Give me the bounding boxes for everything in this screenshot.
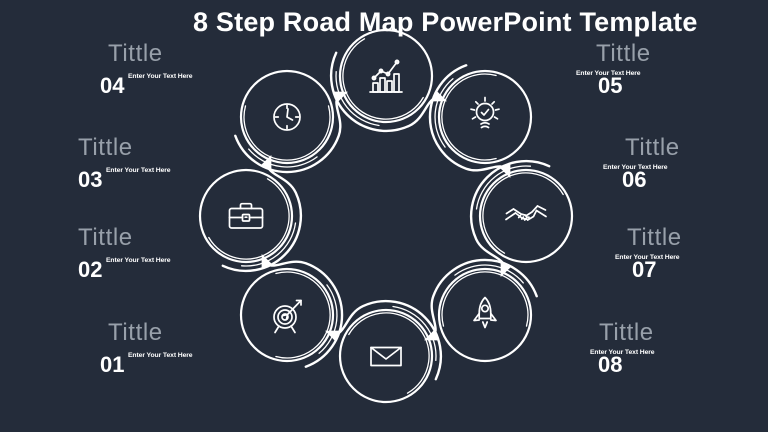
flow-arrow-sketch xyxy=(318,284,338,354)
flow-arrow-sketch xyxy=(248,148,318,168)
step-title: Tittle xyxy=(599,319,654,346)
step-placeholder[interactable]: Enter Your Text Here xyxy=(603,164,668,171)
step-placeholder[interactable]: Enter Your Text Here xyxy=(615,254,680,261)
flow-arrow-curve xyxy=(329,51,443,133)
step-circle-sketch xyxy=(348,312,430,394)
step-circle-sketch xyxy=(441,73,497,161)
flow-arrow-curve xyxy=(469,159,551,273)
slide-title[interactable]: 8 Step Road Map PowerPoint Template xyxy=(193,7,698,37)
bar-chart-icon xyxy=(369,59,403,93)
step-placeholder[interactable]: Enter Your Text Here xyxy=(128,73,193,80)
step-title: Tittle xyxy=(625,134,680,161)
step-number: 02 xyxy=(78,257,103,282)
step-circle xyxy=(437,69,533,165)
step-circle xyxy=(338,308,434,404)
step-circle-sketch xyxy=(275,271,331,359)
flow-arrow-sketch xyxy=(454,264,524,284)
diagram-layer xyxy=(198,28,574,404)
lightbulb-icon xyxy=(470,96,500,129)
clock-icon xyxy=(273,103,301,131)
flow-arrow-sketch xyxy=(475,165,532,210)
step-circle xyxy=(338,28,434,124)
handshake-icon xyxy=(505,205,547,221)
briefcase-icon xyxy=(228,202,264,229)
step-circle xyxy=(239,267,335,363)
step-block-03[interactable]: Tittle 03 Enter Your Text Here xyxy=(78,134,171,192)
flow-arrow-sketch xyxy=(434,78,454,148)
step-circle xyxy=(478,168,574,264)
step-node-handshake-icon xyxy=(469,159,574,277)
step-number: 01 xyxy=(100,352,125,377)
step-title: Tittle xyxy=(78,134,133,161)
step-title: Tittle xyxy=(596,40,651,67)
flow-arrow-curve xyxy=(262,258,344,368)
flow-arrow-sketch xyxy=(335,70,380,127)
step-block-07[interactable]: Tittle 07 Enter Your Text Here xyxy=(615,226,682,282)
step-number: 05 xyxy=(598,73,623,98)
flow-arrow-curve xyxy=(428,64,510,174)
step-block-01[interactable]: Tittle 01 Enter Your Text Here xyxy=(100,319,193,377)
step-placeholder[interactable]: Enter Your Text Here xyxy=(106,167,171,174)
envelope-icon xyxy=(370,346,402,367)
step-number: 03 xyxy=(78,167,103,192)
flow-arrow-curve xyxy=(221,159,303,273)
step-number: 04 xyxy=(100,73,125,98)
flow-arrow-curve xyxy=(428,258,538,340)
rocket-icon xyxy=(473,296,497,329)
flow-arrowhead-icon xyxy=(325,330,340,341)
target-icon xyxy=(273,299,302,334)
step-placeholder[interactable]: Enter Your Text Here xyxy=(128,352,193,359)
step-title: Tittle xyxy=(108,40,163,67)
flow-arrow-sketch xyxy=(392,305,437,362)
step-block-05[interactable]: Tittle 05 Enter Your Text Here xyxy=(576,42,651,98)
step-circle-sketch xyxy=(441,271,529,327)
step-placeholder[interactable]: Enter Your Text Here xyxy=(576,70,641,77)
step-number: 06 xyxy=(622,167,647,192)
step-placeholder[interactable]: Enter Your Text Here xyxy=(590,349,655,356)
step-number: 08 xyxy=(598,352,623,377)
step-node-envelope-icon xyxy=(325,299,443,404)
step-block-04[interactable]: Tittle 04 Enter Your Text Here xyxy=(100,40,193,98)
step-title: Tittle xyxy=(627,224,682,251)
step-circle-sketch xyxy=(342,38,424,120)
flow-arrow-curve xyxy=(234,92,344,174)
step-block-02[interactable]: Tittle 02 Enter Your Text Here xyxy=(78,224,171,282)
step-placeholder[interactable]: Enter Your Text Here xyxy=(106,257,171,264)
flow-arrow-curve xyxy=(329,299,443,381)
step-block-06[interactable]: Tittle 06 Enter Your Text Here xyxy=(603,136,680,192)
step-circle-sketch xyxy=(208,178,290,260)
step-circle xyxy=(198,168,294,264)
step-circle-sketch xyxy=(482,172,564,254)
step-circle xyxy=(239,69,335,165)
step-number: 07 xyxy=(632,257,657,282)
step-circle-sketch xyxy=(243,105,331,161)
step-title: Tittle xyxy=(78,224,133,251)
step-title: Tittle xyxy=(108,319,163,346)
step-block-08[interactable]: Tittle 08 Enter Your Text Here xyxy=(590,319,655,377)
step-node-lightbulb-icon xyxy=(428,64,533,178)
flow-arrow-sketch xyxy=(240,222,297,267)
step-circle xyxy=(437,267,533,363)
